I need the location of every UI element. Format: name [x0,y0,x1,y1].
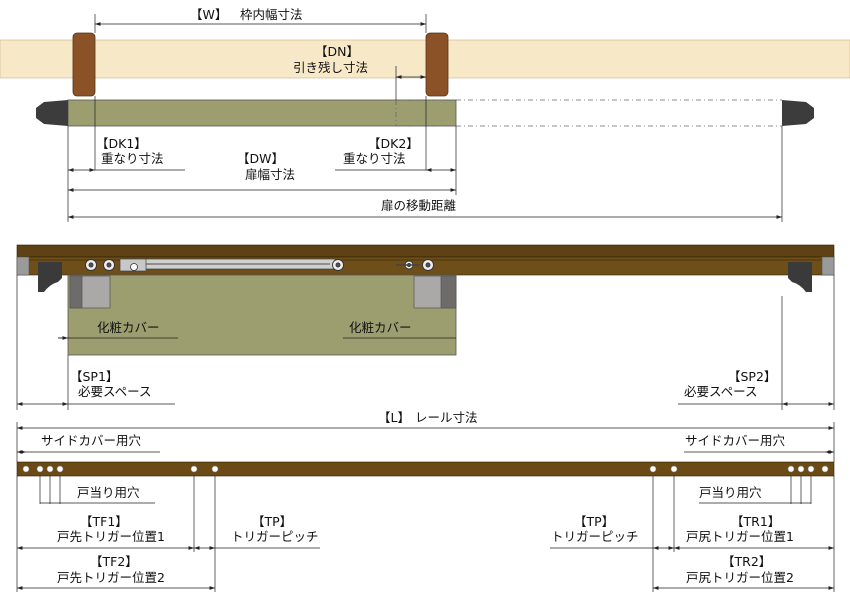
rail-strip [16,461,835,477]
stop-hole-label-right: 戸当り用穴 [699,485,762,500]
door-elevation [67,274,457,356]
elevation-view: 化粧カバー 化粧カバー 【SP1】 必要スペース 【SP2】 必要スペース [16,244,835,410]
tf2-label-text: 戸先トリガー位置2 [57,570,165,585]
rail-detail: 【L】 レール寸法 サイドカバー用穴 サイドカバー用穴 [16,410,835,592]
sp2-label-code: 【SP2】 [728,369,776,384]
jamb-right [425,32,449,97]
tp-left-label-code: 【TP】 [252,514,292,529]
tr1-label-text: 戸尻トリガー位置1 [686,529,794,544]
tp-right-label-code: 【TP】 [574,514,614,529]
jamb-left [72,32,96,97]
stopper-right [782,100,814,126]
stopper-left [36,100,68,126]
dn-label-text: 引き残し寸法 [293,60,368,75]
dk2-label-code: 【DK2】 [368,136,419,151]
tf1-label-text: 戸先トリガー位置1 [57,529,165,544]
tf2-label-code: 【TF2】 [90,554,138,569]
tr2-label-text: 戸尻トリガー位置2 [686,570,794,585]
dk1-label-text: 重なり寸法 [101,151,164,166]
rail-cap-right [821,256,835,276]
sp2-label-text: 必要スペース [684,384,758,399]
wall-band [0,39,850,79]
tp-right-label-text: トリガーピッチ [551,529,639,544]
w-label-code: 【W】 [190,7,227,22]
side-hole-label-left: サイドカバー用穴 [41,433,142,448]
rail-holes [22,465,829,473]
dk2-label-text: 重なり寸法 [343,151,406,166]
tp-left-label-text: トリガーピッチ [231,529,319,544]
tr2-label-code: 【TR2】 [722,554,771,569]
dw-label-code: 【DW】 [237,151,284,166]
door-panel [67,99,457,127]
sp1-label-text: 必要スペース [78,384,152,399]
door-travel-outline [395,99,782,127]
travel-label: 扉の移動距離 [381,198,457,213]
l-label-text: レール寸法 [415,410,478,425]
stop-hole-label-left: 戸当り用穴 [77,485,140,500]
tr1-label-code: 【TR1】 [731,514,780,529]
dw-label-text: 扉幅寸法 [245,167,295,182]
w-label-text: 枠内幅寸法 [240,7,303,22]
rail-end-bracket-left [38,262,62,292]
rollers [85,259,434,271]
sp1-label-code: 【SP1】 [70,369,118,384]
rail-end-bracket-right [788,262,812,292]
plan-view: 【W】 枠内幅寸法 【DN】 引き残し寸法 【DK1】 重なり寸法 【DK2】 … [0,7,850,222]
rail-top [16,244,835,258]
cover-label-left: 化粧カバー [97,320,160,335]
side-hole-label-right: サイドカバー用穴 [685,433,786,448]
cover-label-right: 化粧カバー [349,320,412,335]
l-label-code: 【L】 [378,410,410,425]
rail-cap-left [16,256,30,276]
dk1-label-code: 【DK1】 [96,136,147,151]
dn-label-code: 【DN】 [315,44,359,59]
tf1-label-code: 【TF1】 [80,514,128,529]
